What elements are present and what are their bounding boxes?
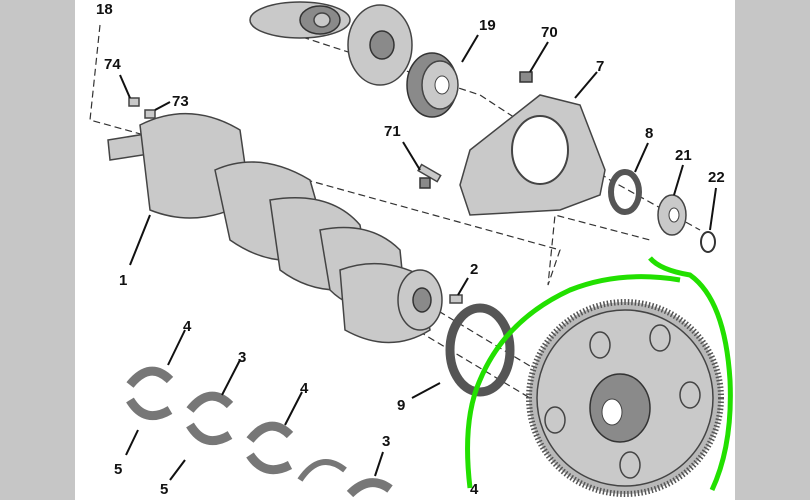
seal-8 (608, 169, 642, 215)
callout-71: 71 (384, 123, 401, 140)
crank-pulley (249, 1, 351, 39)
thrust-washer (297, 459, 347, 482)
callout-19: 19 (479, 17, 496, 34)
callout-4: 4 (300, 380, 309, 397)
timing-disc (347, 4, 413, 86)
callout-18: 18 (96, 1, 113, 18)
bolt-2 (449, 294, 463, 304)
callout-5: 5 (160, 481, 168, 498)
callout-2: 2 (470, 261, 478, 278)
callout-3: 3 (382, 433, 390, 450)
callout-4: 4 (470, 481, 479, 498)
callout-70: 70 (541, 24, 558, 41)
callout-21: 21 (675, 147, 692, 164)
ring-22 (700, 231, 716, 253)
callout-9: 9 (397, 397, 405, 414)
callout-1: 1 (119, 272, 127, 289)
callout-73: 73 (172, 93, 189, 110)
bearing-shell (346, 478, 393, 498)
bearing-shell (246, 421, 294, 475)
leader-lines (119, 34, 717, 481)
bearing-shell (186, 391, 234, 446)
highlight-circle (465, 256, 733, 492)
sprocket-21 (657, 194, 687, 236)
callout-4: 4 (183, 318, 192, 335)
crankshaft (107, 112, 443, 344)
callout-8: 8 (645, 125, 653, 142)
bearing-shell (126, 366, 174, 421)
callout-74: 74 (104, 56, 121, 73)
rear-seal-housing (459, 94, 606, 216)
callout-7: 7 (596, 58, 604, 75)
crank-sprocket (406, 52, 459, 118)
callout-5: 5 (114, 461, 122, 478)
dowel-74 (128, 97, 140, 107)
callout-3: 3 (238, 349, 246, 366)
rear-oil-seal (445, 303, 515, 397)
assembly-line (89, 24, 651, 286)
callout-22: 22 (708, 169, 725, 186)
flywheel (526, 299, 724, 497)
bolt-71 (417, 163, 442, 189)
bolt-70 (519, 71, 533, 83)
dowel-73 (144, 109, 156, 119)
